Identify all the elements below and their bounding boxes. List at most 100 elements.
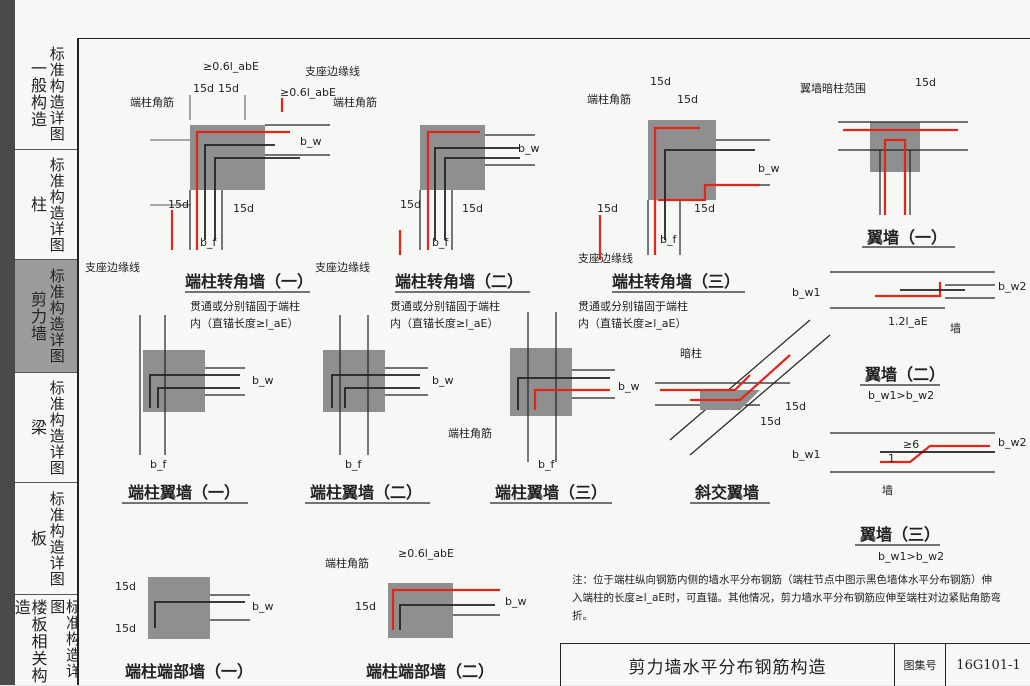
dim-15d: 15d — [597, 202, 618, 215]
diagram-title: 端柱端部墙（一） — [125, 662, 253, 681]
dim-15d: 15d — [218, 82, 239, 95]
dim-15d: 15d — [915, 76, 936, 89]
diagram-endcol-flange-2: 贯通或分别锚固于端柱 内（直锚长度≥l_aE） b_w b_f 端柱翼墙（二） — [305, 299, 500, 504]
bw1-label: b_w1 — [792, 448, 820, 461]
diagram-title: 端柱转角墙（二） — [395, 272, 523, 291]
sidebar-tab-slab-related[interactable]: 楼板相关构造 标准构造详图 — [15, 595, 77, 685]
dim-15d: 15d — [462, 202, 483, 215]
diagram-corner-wall-1: ≥0.6l_abE 15d 15d 支座边缘线 ≥0.6l_abE 端柱角筋 b… — [85, 60, 360, 293]
dim-15d: 15d — [677, 93, 698, 106]
flange-thickness-label: b_f — [432, 236, 449, 249]
diagram-title: 翼墙（三） — [860, 525, 940, 544]
diagram-endcol-flange-1: 贯通或分别锚固于端柱 内（直锚长度≥l_aE） b_w b_f 端柱翼墙（一） — [122, 299, 300, 504]
anchor-dimension: ≥0.6l_abE — [203, 60, 259, 73]
diagram-title: 端柱转角墙（一） — [185, 272, 313, 291]
edge-line-label: 支座边缘线 — [305, 64, 360, 78]
wall-thickness-label: b_w — [618, 380, 639, 393]
diagram-title: 端柱翼墙（一） — [128, 483, 240, 502]
diagram-title: 翼墙（二） — [865, 365, 945, 384]
condition-label: b_w1>b_w2 — [868, 389, 934, 402]
anchor-note: 内（直锚长度≥l_aE） — [390, 316, 498, 330]
flange-thickness-label: b_f — [660, 233, 677, 246]
end-column — [143, 350, 205, 412]
atlas-number: 16G101-1 — [956, 657, 1021, 673]
anchor-dimension: ≥0.6l_abE — [398, 547, 454, 560]
drawing-frame — [79, 38, 1030, 686]
sidebar-tab-beam[interactable]: 梁 标准构造详图 — [15, 373, 77, 483]
diagram-title: 翼墙（一） — [867, 228, 947, 247]
sidebar-tab-column[interactable]: 柱 标准构造详图 — [15, 150, 77, 260]
dim-15d: 15d — [760, 415, 781, 428]
diagram-title: 端柱端部墙（二） — [366, 662, 494, 681]
end-column — [323, 350, 385, 412]
diagram-flange-wall-1: 翼墙暗柱范围 15d 翼墙（一） — [800, 76, 968, 248]
sidebar-tab-shear-wall[interactable]: 剪力墙 标准构造详图 — [15, 260, 77, 373]
atlas-page — [15, 0, 1030, 685]
wall-label: 墙 — [950, 321, 961, 335]
wall-thickness-label: b_w — [758, 162, 779, 175]
drawing-title: 剪力墙水平分布钢筋构造 — [561, 644, 895, 686]
edge-line-label: 支座边缘线 — [578, 251, 633, 265]
range-label: 翼墙暗柱范围 — [800, 81, 866, 95]
dim-15d: 15d — [168, 198, 189, 211]
anchor-note: 贯通或分别锚固于端柱 — [190, 299, 300, 313]
wall-thickness-label: b_w — [505, 595, 526, 608]
dim-15d: 15d — [785, 400, 806, 413]
wall-thickness-label: b_w — [300, 135, 321, 148]
corner-bar-label: 端柱角筋 — [448, 426, 492, 440]
dim-15d: 15d — [115, 580, 136, 593]
diagram-title: 端柱翼墙（二） — [310, 483, 422, 502]
diagram-title: 端柱转角墙（三） — [612, 272, 740, 291]
title-block: 剪力墙水平分布钢筋构造 图集号 16G101-1 — [560, 643, 1030, 686]
condition-label: b_w1>b_w2 — [878, 550, 944, 563]
corner-bar-label: 端柱角筋 — [587, 92, 631, 106]
flange-thickness-label: b_f — [345, 458, 362, 471]
flange-thickness-label: b_f — [538, 458, 555, 471]
wall-thickness-label: b_w — [518, 142, 539, 155]
diagram-endcol-endwall-2: 端柱角筋 ≥0.6l_abE b_w 15d 端柱端部墙（二） — [325, 547, 526, 681]
bw2-label: b_w2 — [998, 436, 1026, 449]
dim-15d: 15d — [115, 622, 136, 635]
dim-15d: 15d — [400, 198, 421, 211]
sidebar-tab-main-label: 标准构造详图 — [48, 599, 77, 679]
diagram-flange-wall-3: b_w1 b_w2 ≥6 1 墙 翼墙（三） b_w1>b_w2 — [792, 432, 1026, 563]
anchor-note: 内（直锚长度≥l_aE） — [578, 316, 686, 330]
dim-15d: 15d — [650, 75, 671, 88]
dim-15d: 15d — [193, 82, 214, 95]
diagram-corner-wall-2: 端柱角筋 b_w 15d 15d b_f 支座边缘线 端柱转角墙（二） — [315, 95, 539, 293]
sidebar-tab-main-label: 标准构造详图 — [47, 156, 66, 253]
anchor-note: 内（直锚长度≥l_aE） — [190, 316, 298, 330]
page-binding-edge — [0, 0, 15, 685]
diagram-endcol-flange-3: 贯通或分别锚固于端柱 内（直锚长度≥l_aE） b_w 端柱角筋 b_f 端柱翼… — [448, 299, 688, 504]
drawing-note: 注：位于端柱纵向钢筋内侧的墙水平分布钢筋（端柱节点中图示黑色墙体水平分布钢筋）伸… — [572, 574, 1002, 622]
corner-bar-label: 端柱角筋 — [333, 95, 377, 109]
bw1-label: b_w1 — [792, 286, 820, 299]
end-column — [510, 348, 572, 416]
sidebar-tab-side-label: 一般构造 — [28, 59, 48, 128]
diagram-title: 端柱翼墙（三） — [495, 483, 607, 502]
sidebar-tab-slab[interactable]: 板 标准构造详图 — [15, 483, 77, 595]
sidebar-tab-main-label: 标准构造详图 — [47, 490, 66, 587]
sidebar-tab-side-label: 板 — [28, 530, 48, 547]
diagram-flange-wall-2: b_w1 b_w2 1.2l_aE 墙 翼墙（二） b_w1>b_w2 — [792, 271, 1026, 402]
dim-15d: 15d — [233, 202, 254, 215]
sidebar-tab-side-label: 剪力墙 — [28, 290, 48, 342]
lap-length-label: 1.2l_aE — [888, 315, 928, 328]
atlas-number-label: 图集号 — [895, 644, 946, 686]
end-column — [388, 583, 453, 638]
flange-thickness-label: b_f — [150, 458, 167, 471]
diagram-oblique-flange: 暗柱 15d 15d 斜交翼墙 — [655, 319, 831, 504]
sidebar-tab-general[interactable]: 一般构造 标准构造详图 — [15, 38, 77, 150]
end-column — [148, 577, 210, 639]
slope-label: ≥6 — [903, 438, 919, 451]
corner-bar-label: 端柱角筋 — [325, 556, 369, 570]
sidebar-tab-side-label: 楼板相关构造 — [15, 599, 48, 684]
dim-15d: 15d — [355, 600, 376, 613]
anchor-dimension: ≥0.6l_abE — [280, 86, 336, 99]
anchor-note: 贯通或分别锚固于端柱 — [390, 299, 500, 313]
diagram-endcol-endwall-1: 15d 15d b_w 端柱端部墙（一） — [115, 577, 273, 681]
slope-one-label: 1 — [888, 452, 895, 465]
hidden-column-label: 暗柱 — [680, 346, 702, 360]
sidebar-tab-main-label: 标准构造详图 — [47, 45, 66, 142]
